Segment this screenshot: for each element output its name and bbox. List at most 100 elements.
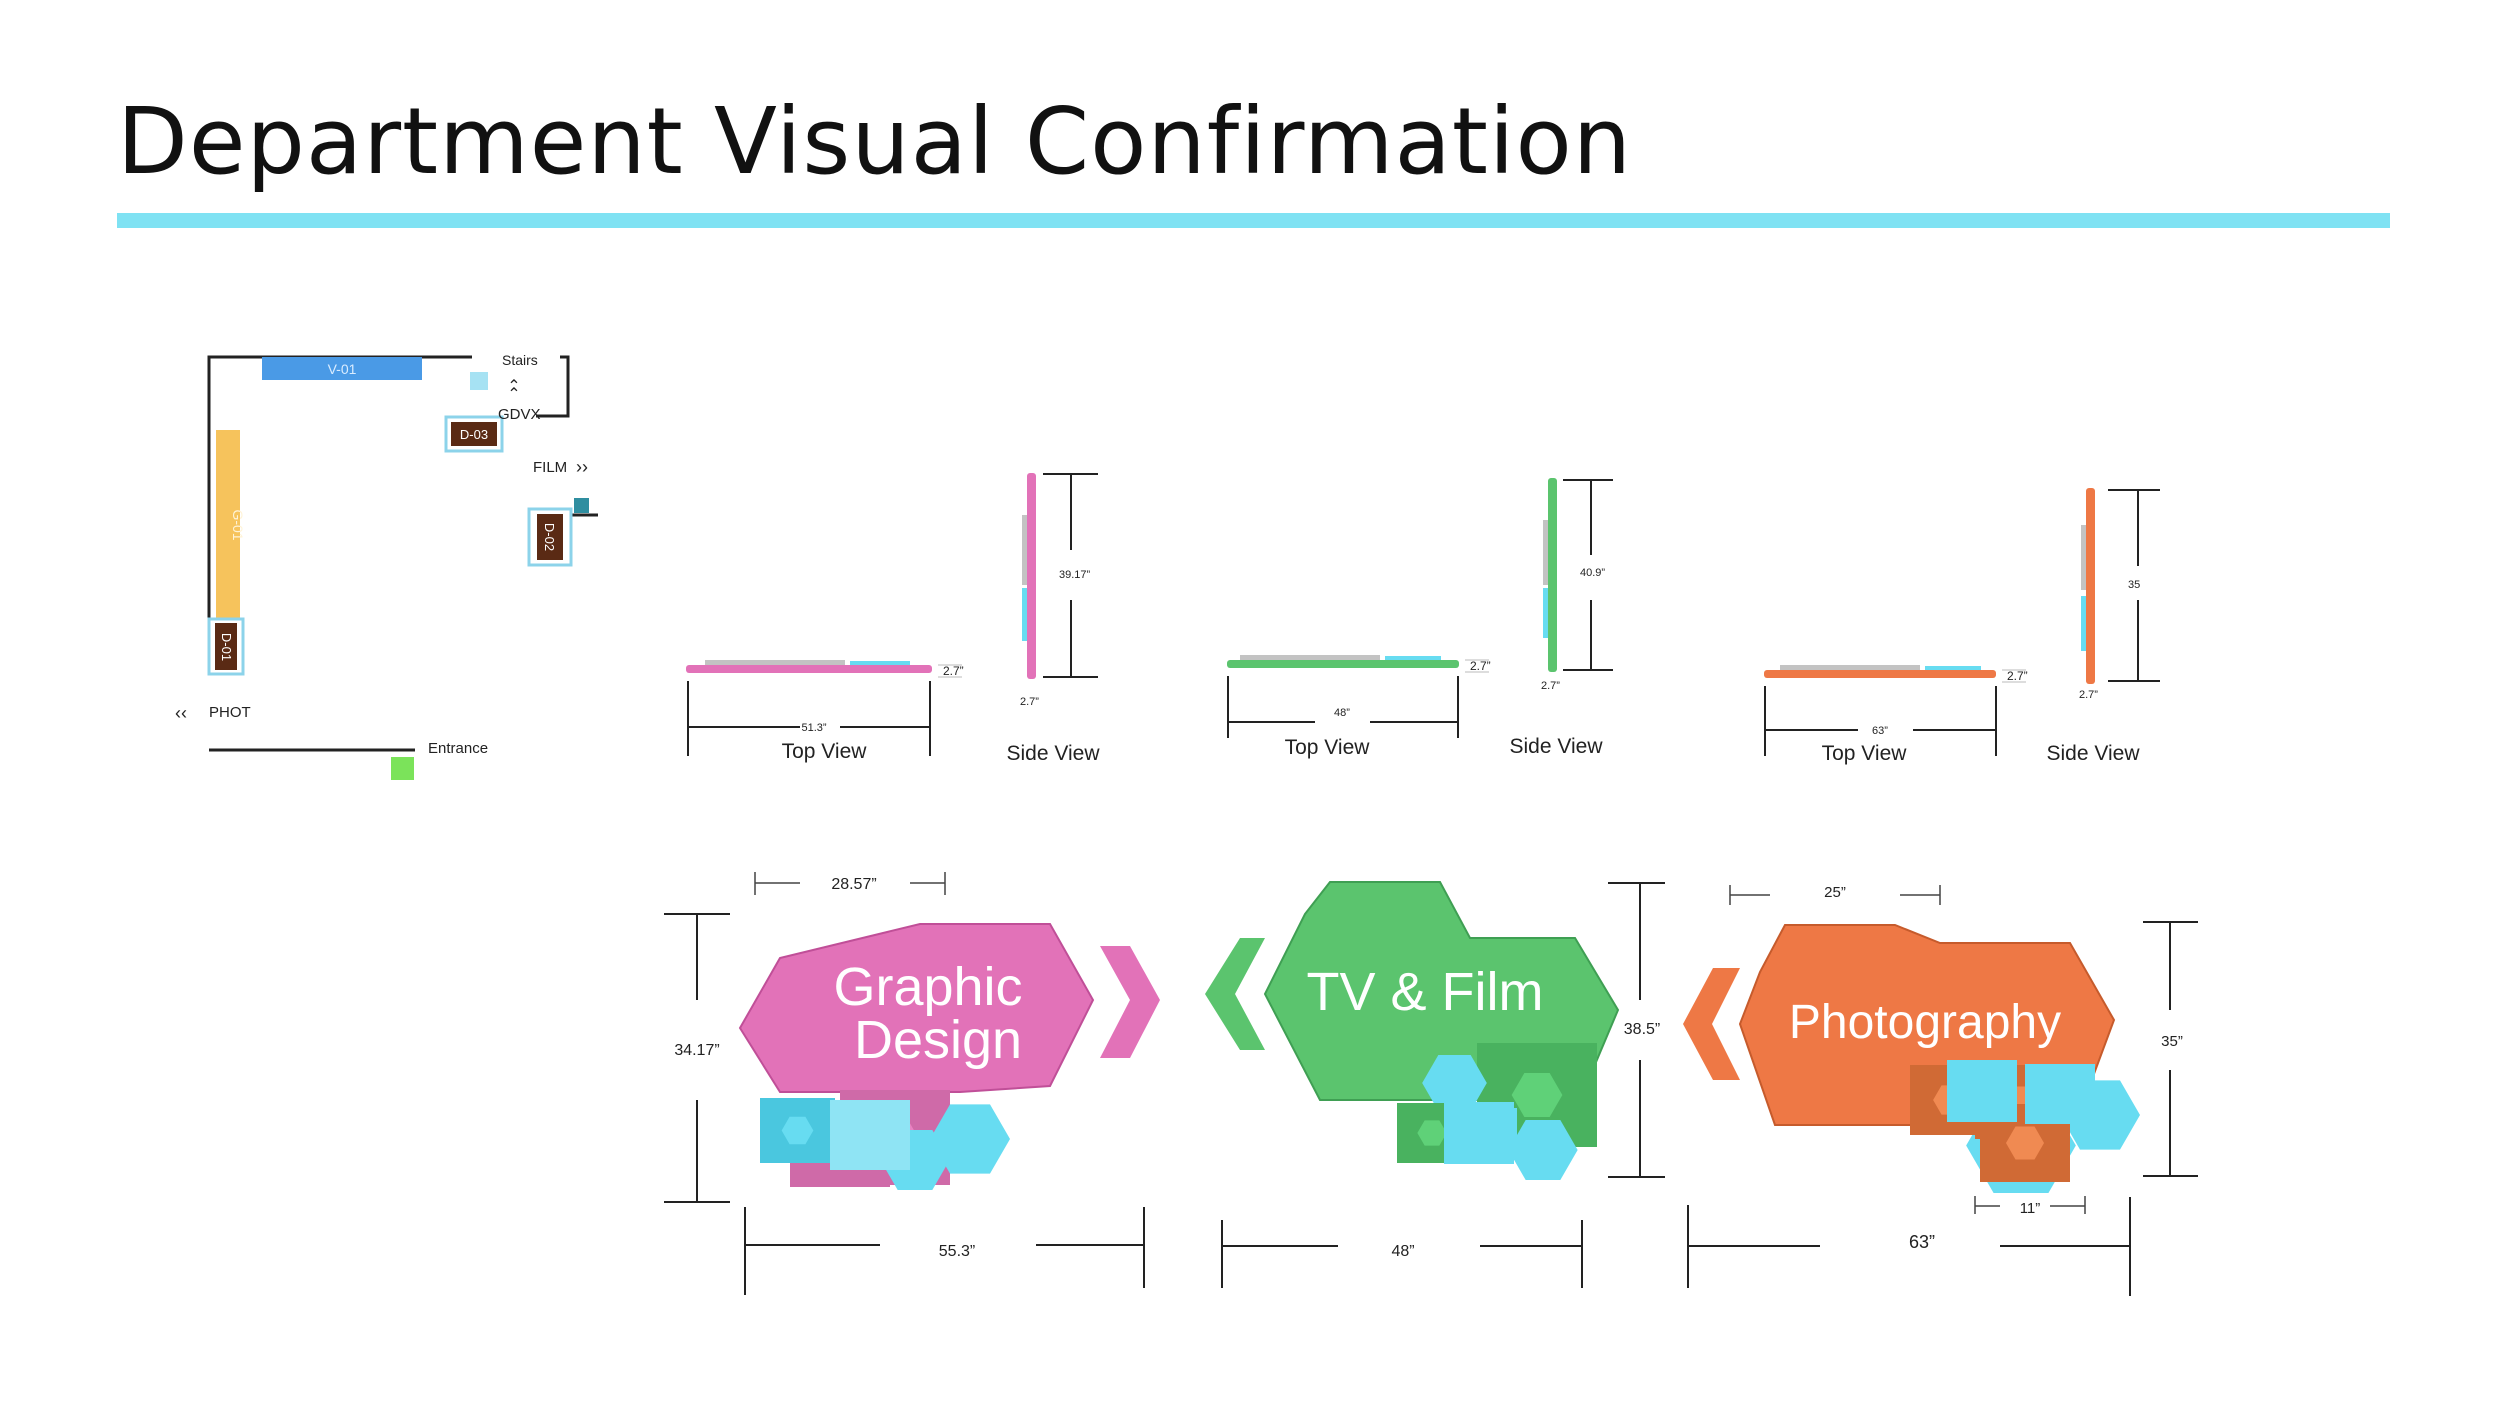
sign-total-width: 63”	[1909, 1232, 1935, 1252]
top-view-label: Top View	[1285, 736, 1371, 759]
sign-total-width: 55.3”	[939, 1243, 975, 1260]
floorplan-d03-marker	[470, 372, 488, 390]
floorplan-gdvx-label: GDVX	[498, 406, 541, 423]
top-view-length: 51.3”	[801, 722, 826, 734]
sign-small-width-dim	[1974, 1196, 2086, 1214]
side-view-backing	[1543, 520, 1548, 585]
side-view-accent	[1543, 588, 1548, 638]
top-view-label: Top View	[1822, 742, 1908, 765]
floorplan-v01-label: V-01	[328, 361, 357, 377]
top-view-length: 63”	[1872, 725, 1888, 737]
side-view-height: 40.9”	[1580, 567, 1605, 579]
floorplan-entrance-label: Entrance	[428, 740, 488, 757]
floor-plan: V-01 G-01 D-01 D-02 D-03 Stairs ⌃ ⌃ GDVX…	[175, 352, 598, 780]
side-view-height-dim	[1043, 473, 1098, 678]
floorplan-g01-label: G-01	[230, 509, 246, 540]
sign-width-top: 28.57”	[831, 876, 876, 893]
top-view-panel	[686, 665, 932, 673]
top-view-backing	[1240, 655, 1380, 660]
floorplan-d02-label: D-02	[542, 523, 557, 551]
side-view-height: 35	[2128, 579, 2140, 591]
sign-width-top-dim	[1729, 885, 1941, 905]
side-view-panel	[1027, 473, 1036, 679]
arrow-left-icon	[1205, 938, 1265, 1050]
chevron-left-icon: ‹‹	[175, 703, 187, 723]
sign-total-width-dim	[1687, 1197, 2131, 1296]
sign-total-width-dim	[1221, 1220, 1583, 1288]
sign-width-top: 25”	[1824, 884, 1846, 901]
top-view-accent	[1925, 666, 1981, 671]
sign-height: 35”	[2161, 1033, 2183, 1050]
hexagon-cluster	[760, 1090, 1010, 1190]
side-view-label: Side View	[1006, 742, 1100, 765]
top-view-depth: 2.7”	[943, 664, 964, 678]
floorplan-d02-marker	[574, 498, 589, 513]
floorplan-d03-highlight	[444, 415, 504, 453]
side-view-panel	[2086, 488, 2095, 684]
sign-photography: Photography 25” 35” 11” 63”	[1683, 884, 2198, 1296]
top-view-panel	[1764, 670, 1996, 678]
top-view-length-dim	[1764, 686, 1997, 756]
sign-height: 38.5”	[1624, 1021, 1660, 1038]
side-view-label: Side View	[1509, 735, 1603, 758]
top-view-backing	[705, 660, 845, 665]
floorplan-d01	[215, 623, 237, 670]
floorplan-v01	[262, 357, 422, 380]
sign-height-dim	[664, 913, 730, 1203]
side-view-depth: 2.7”	[2079, 689, 2098, 701]
side-view-panel	[1548, 478, 1557, 672]
side-view-depth: 2.7”	[1541, 680, 1560, 692]
top-view-length-dim	[687, 681, 931, 756]
top-view-depth: 2.7”	[1470, 659, 1491, 673]
top-view-backing	[1780, 665, 1920, 670]
floorplan-d02	[537, 514, 563, 560]
sign-title-line-1: Graphic	[833, 957, 1022, 1017]
floorplan-d01-highlight	[207, 617, 245, 676]
floorplan-wall-stairs	[536, 355, 570, 418]
side-view-height: 39.17”	[1059, 569, 1091, 581]
arrow-left-icon	[1683, 968, 1740, 1080]
sign-height: 34.17”	[674, 1042, 719, 1059]
sign-total-width: 48”	[1391, 1243, 1414, 1260]
top-view-panel	[1227, 660, 1459, 668]
side-view-height-dim	[1563, 479, 1613, 671]
title-underline	[117, 213, 2390, 228]
view-set-1: 2.7” 51.3” Top View 39.17” 2.7” Side Vie…	[686, 473, 1100, 765]
side-view-label: Side View	[2046, 742, 2140, 765]
sign-graphic-design: Graphic Design 28.57” 34.17” 55.3”	[664, 872, 1160, 1295]
arrow-right-icon	[1100, 946, 1160, 1058]
sign-title: TV & Film	[1307, 962, 1544, 1022]
side-view-height-dim	[2108, 489, 2160, 682]
floorplan-stairs-label: Stairs	[502, 352, 538, 368]
sign-small-width: 11”	[2020, 1200, 2041, 1217]
floorplan-d02-highlight	[527, 507, 573, 567]
side-view-accent	[2081, 596, 2086, 651]
top-view-accent	[850, 661, 910, 666]
stairs-up-icon-2: ⌃	[507, 386, 520, 403]
top-view-accent	[1385, 656, 1441, 661]
sign-width-top-dim	[754, 872, 946, 895]
floorplan-g01	[216, 430, 240, 620]
floorplan-d03-label: D-03	[460, 427, 488, 442]
floorplan-film-label: FILM	[533, 459, 567, 476]
floorplan-d03	[451, 422, 497, 446]
top-view-length: 48”	[1334, 707, 1350, 719]
side-view-accent	[1022, 588, 1027, 641]
sign-height-dim	[1608, 882, 1665, 1178]
floorplan-entrance-marker	[391, 757, 414, 780]
page-title: Department Visual Confirmation	[117, 88, 1633, 195]
top-view-label: Top View	[782, 740, 868, 763]
side-view-backing	[2081, 525, 2086, 590]
chevron-right-icon: ››	[576, 457, 588, 477]
top-view-length-dim	[1227, 676, 1459, 738]
floorplan-wall-upper	[207, 355, 472, 672]
floorplan-d01-label: D-01	[219, 633, 234, 661]
floorplan-phot-label: PHOT	[209, 704, 251, 721]
sign-height-dim	[2143, 921, 2198, 1177]
top-view-depth: 2.7”	[2007, 669, 2028, 683]
sign-tv-film: TV & Film 38.5” 48”	[1205, 881, 1665, 1288]
hexagon-cluster	[1910, 1061, 2140, 1193]
view-set-3: 2.7” 63” Top View 35 2.7” Side View	[1764, 488, 2160, 765]
side-view-depth: 2.7”	[1020, 696, 1039, 708]
